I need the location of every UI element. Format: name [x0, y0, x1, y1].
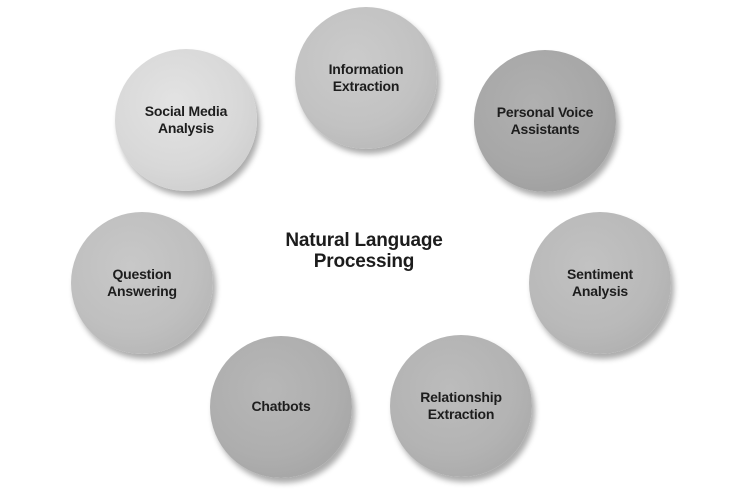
node-sentiment-analysis: Sentiment Analysis [529, 212, 671, 354]
node-label-relationship-extraction: Relationship Extraction [420, 388, 502, 423]
node-label-personal-voice-assistants: Personal Voice Assistants [496, 103, 594, 138]
node-label-question-answering: Question Answering [107, 265, 177, 300]
node-question-answering: Question Answering [71, 212, 213, 354]
node-social-media-analysis: Social Media Analysis [115, 49, 257, 191]
node-information-extraction: Information Extraction [295, 7, 437, 149]
node-personal-voice-assistants: Personal Voice Assistants [474, 50, 616, 192]
node-label-chatbots: Chatbots [251, 398, 311, 415]
node-label-social-media-analysis: Social Media Analysis [144, 102, 228, 137]
node-chatbots: Chatbots [210, 336, 352, 478]
node-label-information-extraction: Information Extraction [328, 60, 404, 95]
node-label-sentiment-analysis: Sentiment Analysis [567, 265, 633, 300]
diagram-title: Natural Language Processing [285, 230, 443, 272]
node-relationship-extraction: Relationship Extraction [390, 335, 532, 477]
